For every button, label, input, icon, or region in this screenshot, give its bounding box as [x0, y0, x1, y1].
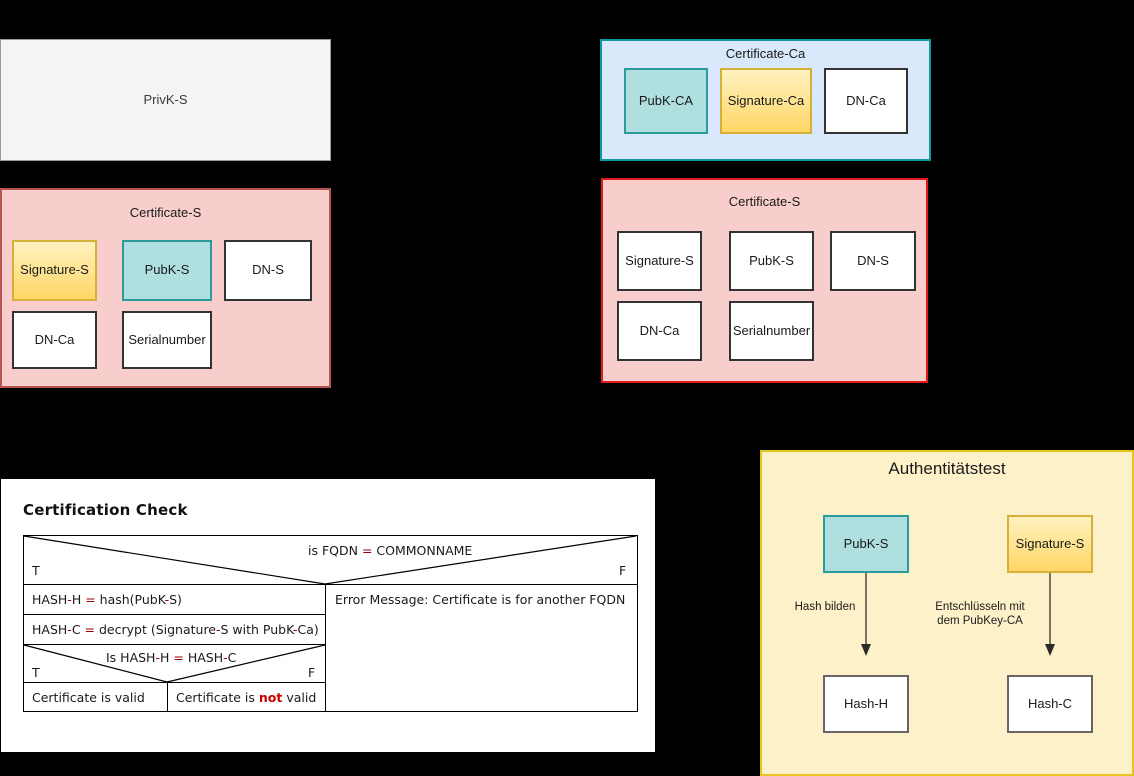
step-hash-h-post: hash(PubK [95, 592, 165, 607]
table-rule-left [23, 535, 24, 712]
step-hash-h-dash: - [67, 592, 72, 607]
step-hash-h-mid: H [71, 592, 86, 607]
auth-hash-c-box: Hash-C [1007, 675, 1093, 733]
cert-s-right-item-pubk-s: PubK-S [729, 231, 814, 291]
step-hash-c-text: HASH-C = decrypt (Signature-S with PubK-… [32, 622, 319, 637]
step-hash-c-mid2: S with PubK [220, 622, 293, 637]
branch-divider-vertical [325, 584, 326, 712]
result-divider-vertical [167, 682, 168, 712]
step-hash-h-eq: = [85, 592, 96, 607]
decision1-bottom-rule [23, 584, 638, 585]
table-rule-bottom [23, 711, 638, 712]
decision-diagonals [23, 535, 637, 683]
privk-s-box: PrivK-S [0, 39, 331, 161]
decision1-false-label: F [619, 563, 627, 578]
certificate-s-left-panel: Certificate-S Signature-S PubK-S DN-S DN… [0, 188, 331, 388]
decision1-question-pre: is FQDN [308, 543, 362, 558]
result-not-valid-bold: not [258, 690, 283, 705]
step-hash-c-dash: - [67, 622, 72, 637]
table-rule-right [637, 535, 638, 712]
table-rule-top [23, 535, 638, 536]
decision2-dash2: - [223, 650, 228, 665]
decision1-question-eq: = [361, 543, 373, 558]
cert-s-left-item-dn-s: DN-S [224, 240, 312, 301]
decision2-true-label: T [32, 665, 40, 680]
step-hash-c-post: decrypt (Signature [95, 622, 216, 637]
error-message-text: Certificate is for another FQDN [428, 592, 626, 607]
cert-s-left-item-serialnumber: Serialnumber [122, 311, 212, 369]
decision1-true-label: T [32, 563, 40, 578]
step-hash-c-mid: C [71, 622, 85, 637]
cert-ca-item-pubk-ca: PubK-CA [624, 68, 708, 134]
decision2-tail: C [227, 650, 237, 665]
auth-left-edge-label: Hash bilden [794, 601, 856, 613]
decision1-question-post: COMMONNAME [372, 543, 473, 558]
result-not-valid-post: valid [282, 690, 317, 705]
decision2-question: Is HASH-H = HASH-C [106, 650, 236, 665]
cert-s-left-item-dn-ca: DN-Ca [12, 311, 97, 369]
error-message: Error Message: Certificate is for anothe… [335, 592, 625, 607]
auth-pubk-s-box: PubK-S [823, 515, 909, 573]
decision2-mid: H [159, 650, 174, 665]
result-not-valid-pre: Certificate is [176, 690, 259, 705]
step-hash-c-eq: = [84, 622, 95, 637]
authenticity-test-panel: Authentitätstest PubK-S Signature-S Hash… [760, 450, 1134, 776]
decision2-dash: - [155, 650, 160, 665]
cert-s-left-item-signature-s: Signature-S [12, 240, 97, 301]
cert-ca-item-dn-ca: DN-Ca [824, 68, 908, 134]
auth-hash-h-box: Hash-H [823, 675, 909, 733]
step-hash-c-bottom-rule [23, 644, 326, 645]
decision2-bottom-rule [23, 682, 326, 683]
step-hash-h-tail: S) [169, 592, 182, 607]
error-message-colon: : [424, 592, 429, 607]
step-hash-h-pre: HASH [32, 592, 68, 607]
certificate-s-right-title: Certificate-S [728, 194, 801, 209]
step-hash-h-bottom-rule [23, 614, 326, 615]
step-hash-c-dash2: - [216, 622, 221, 637]
decision2-eq: = [173, 650, 184, 665]
error-message-label: Error Message [335, 592, 425, 607]
decision2-false-label: F [308, 665, 316, 680]
result-not-valid: Certificate is not valid [176, 690, 316, 705]
certification-check-title: Certification Check [23, 501, 188, 519]
cert-s-right-item-serialnumber: Serialnumber [729, 301, 814, 361]
step-hash-c-tail: Ca) [297, 622, 319, 637]
auth-signature-s-box: Signature-S [1007, 515, 1093, 573]
certification-check-panel: Certification Check is FQDN [0, 478, 656, 753]
auth-right-edge-label: Entschlüsseln mit dem PubKey-CA [935, 601, 1025, 628]
certificate-s-right-panel: Certificate-S Signature-S PubK-S DN-S DN… [601, 178, 928, 383]
result-valid: Certificate is valid [32, 690, 145, 705]
step-hash-c-pre: HASH [32, 622, 68, 637]
decision2-pre: Is HASH [106, 650, 156, 665]
cert-s-right-item-dn-ca: DN-Ca [617, 301, 702, 361]
step-hash-c-dash3: - [292, 622, 298, 637]
cert-s-right-item-signature-s: Signature-S [617, 231, 702, 291]
auth-arrows [861, 573, 1055, 656]
certificate-ca-panel: Certificate-Ca PubK-CA Signature-Ca DN-C… [600, 39, 931, 161]
certification-check-table: is FQDN = COMMONNAME T F HASH-H = hash(P… [23, 535, 638, 712]
cert-s-right-item-dn-s: DN-S [830, 231, 916, 291]
decision2-post: HASH [183, 650, 224, 665]
decision1-question: is FQDN = COMMONNAME [308, 543, 472, 558]
certificate-s-left-title: Certificate-S [129, 205, 202, 220]
cert-s-left-item-pubk-s: PubK-S [122, 240, 212, 301]
step-hash-h-dash2: - [164, 592, 170, 607]
certificate-ca-title: Certificate-Ca [725, 46, 806, 61]
step-hash-h-text: HASH-H = hash(PubK-S) [32, 592, 182, 607]
cert-ca-item-signature-ca: Signature-Ca [720, 68, 812, 134]
privk-s-label: PrivK-S [143, 91, 188, 107]
authenticity-test-title: Authentitätstest [888, 459, 1006, 478]
